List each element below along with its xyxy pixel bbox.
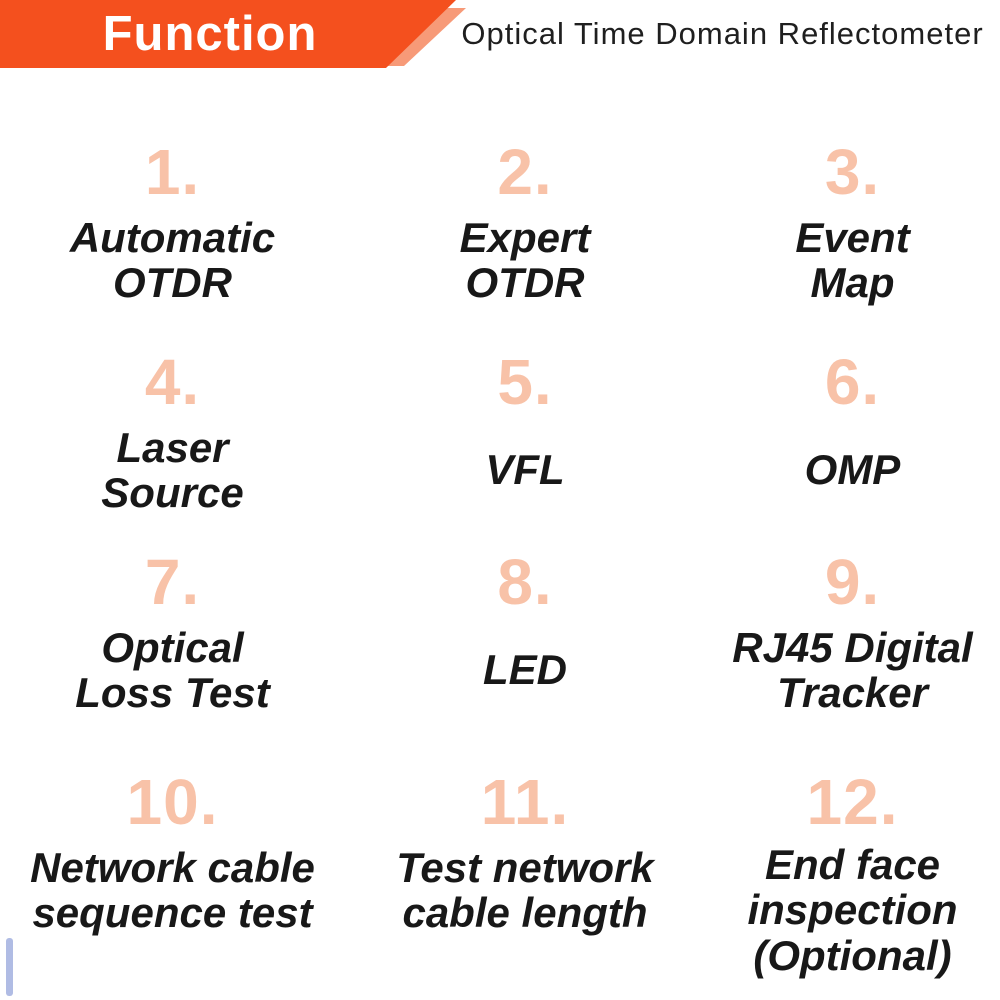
feature-number: 1. (144, 136, 201, 208)
feature-number: 5. (497, 346, 553, 418)
scrollbar-artifact (6, 938, 13, 996)
feature-grid: 1. Automatic OTDR 2. Expert OTDR 3. Even… (0, 140, 1000, 978)
feature-cell-omp: 6. OMP (705, 350, 1000, 550)
feature-cell-event-map: 3. Event Map (705, 140, 1000, 350)
feature-cell-optical-loss-test: 7. Optical Loss Test (0, 550, 345, 770)
header-banner-shape (0, 0, 466, 68)
feature-label: Automatic OTDR (69, 213, 276, 306)
feature-number: 6. (824, 346, 881, 418)
feature-number: 8. (497, 546, 553, 618)
feature-cell-rj45-digital-tracker: 9. RJ45 Digital Tracker (705, 550, 1000, 770)
feature-cell-automatic-otdr: 1. Automatic OTDR (0, 140, 345, 350)
feature-label: Expert OTDR (459, 213, 591, 306)
page-title: Optical Time Domain Reflectometer (461, 16, 984, 51)
feature-cell-end-face-inspection: 12. End face inspection (Optional) (705, 770, 1000, 978)
feature-number: 10. (126, 766, 219, 838)
feature-number: 9. (824, 546, 881, 618)
feature-number: 4. (144, 346, 201, 418)
feature-number: 7. (144, 546, 201, 618)
feature-label: Laser Source (101, 423, 244, 516)
feature-cell-network-cable-sequence-test: 10. Network cable sequence test (0, 770, 345, 978)
feature-number: 11. (480, 766, 570, 838)
feature-label: Network cable sequence test (30, 843, 315, 936)
feature-label: Optical Loss Test (75, 623, 270, 716)
banner-main-shape (0, 0, 456, 68)
feature-number: 3. (824, 136, 881, 208)
feature-cell-led: 8. LED (345, 550, 705, 770)
feature-label: Test network cable length (396, 843, 654, 936)
header: Function Optical Time Domain Reflectomet… (0, 0, 1000, 70)
feature-label: Event Map (795, 213, 910, 306)
feature-number: 12. (806, 766, 899, 838)
function-banner-label: Function (102, 7, 318, 61)
feature-label: VFL (485, 446, 565, 494)
feature-label: End face inspection (Optional) (747, 841, 958, 979)
feature-cell-test-network-cable-length: 11. Test network cable length (345, 770, 705, 978)
feature-label: OMP (804, 446, 901, 494)
feature-cell-laser-source: 4. Laser Source (0, 350, 345, 550)
feature-cell-expert-otdr: 2. Expert OTDR (345, 140, 705, 350)
feature-label: RJ45 Digital Tracker (732, 623, 973, 716)
feature-cell-vfl: 5. VFL (345, 350, 705, 550)
feature-label: LED (483, 646, 567, 694)
feature-number: 2. (497, 136, 553, 208)
